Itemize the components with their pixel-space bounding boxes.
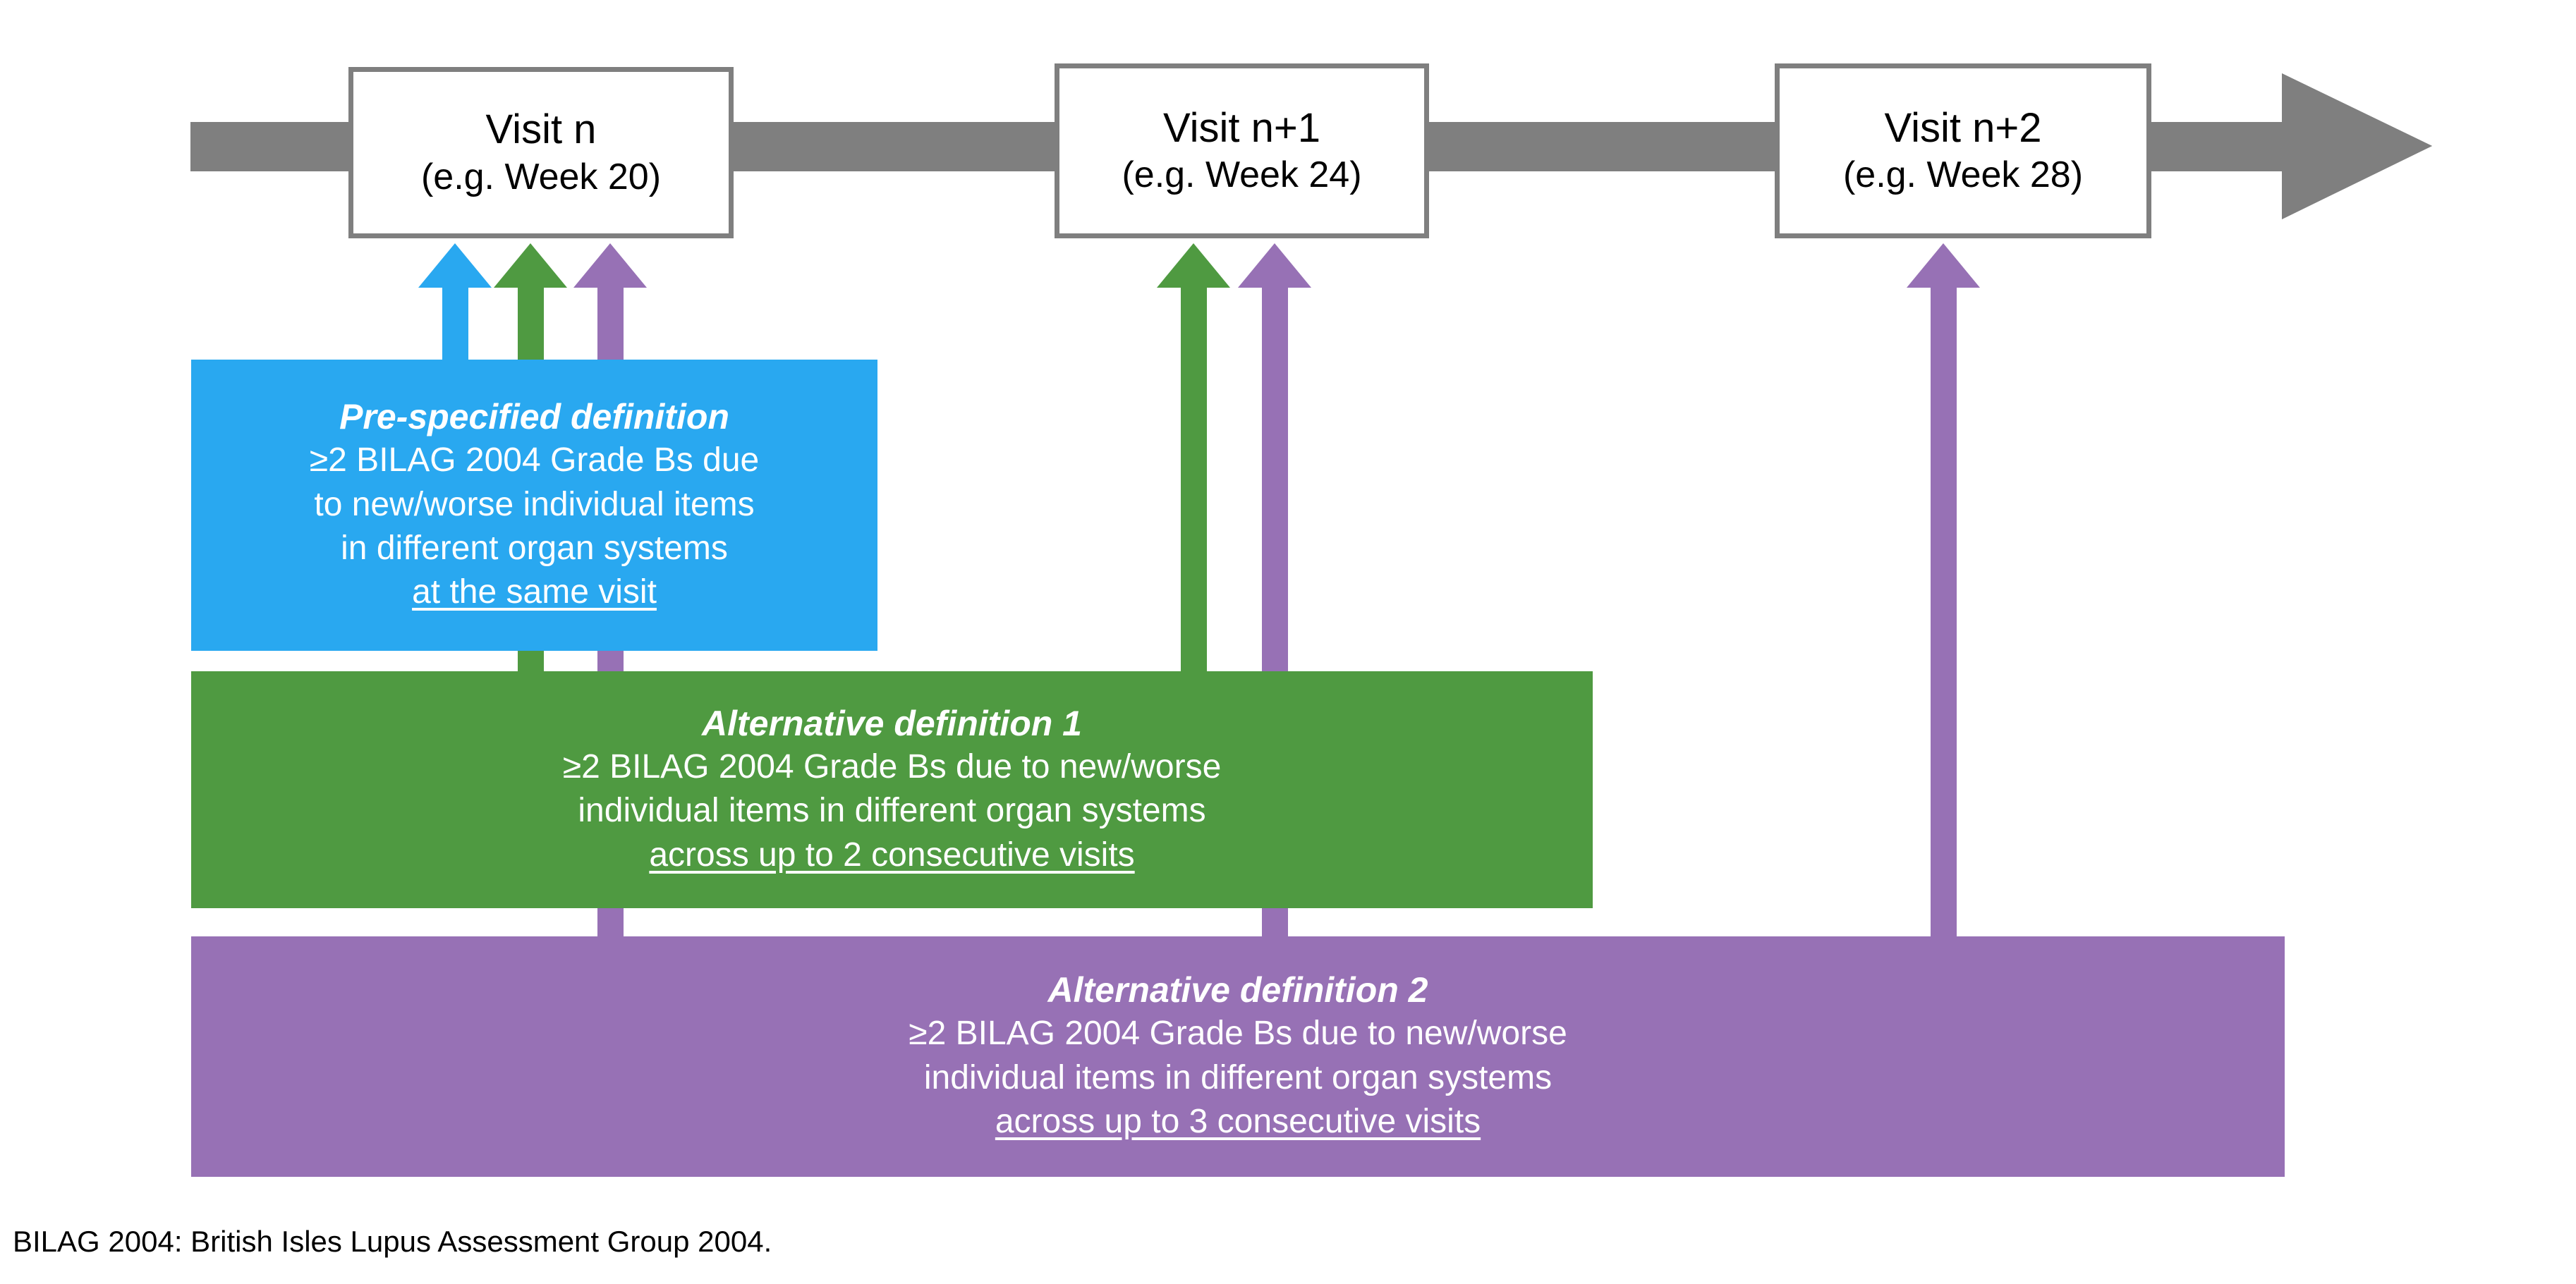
visit-box-visit-n-plus-1[interactable]: Visit n+1 (e.g. Week 24) (1055, 63, 1429, 238)
visit-title: Visit n+2 (1884, 104, 2042, 151)
definition-line: ≥2 BILAG 2004 Grade Bs due to new/worse (909, 1015, 1567, 1053)
definition-heading: Pre-specified definition (339, 397, 729, 437)
visit-title: Visit n+1 (1162, 104, 1321, 151)
definition-line: individual items in different organ syst… (923, 1058, 1553, 1096)
definition-line: to new/worse individual items (314, 485, 755, 523)
figure-footnote: BILAG 2004: British Isles Lupus Assessme… (13, 1225, 772, 1258)
definition-panel-alternative-1[interactable]: Alternative definition 1 ≥2 BILAG 2004 G… (191, 671, 1593, 908)
definition-panel-pre-specified[interactable]: Pre-specified definition ≥2 BILAG 2004 G… (191, 360, 877, 651)
definition-line: individual items in different organ syst… (578, 792, 1206, 830)
definition-line: ≥2 BILAG 2004 Grade Bs due (309, 441, 760, 479)
definition-heading: Alternative definition 1 (702, 703, 1082, 743)
definition-line: ≥2 BILAG 2004 Grade Bs due to new/worse (562, 747, 1222, 785)
visit-title: Visit n (485, 106, 597, 153)
visit-subtitle: (e.g. Week 24) (1122, 154, 1362, 196)
definition-heading: Alternative definition 2 (1047, 970, 1428, 1010)
visit-subtitle: (e.g. Week 28) (1842, 154, 2084, 196)
arrow-green-visit-n1 (1157, 243, 1230, 684)
definition-emphasis-line: at the same visit (412, 573, 657, 611)
definition-panel-alternative-2[interactable]: Alternative definition 2 ≥2 BILAG 2004 G… (191, 936, 2285, 1177)
definition-line: in different organ systems (341, 530, 728, 567)
arrow-purple-visit-n2 (1907, 243, 1980, 948)
visit-box-visit-n-plus-2[interactable]: Visit n+2 (e.g. Week 28) (1775, 63, 2151, 238)
visit-subtitle: (e.g. Week 20) (420, 156, 662, 197)
definition-emphasis-line: across up to 3 consecutive visits (995, 1103, 1481, 1141)
definition-emphasis-line: across up to 2 consecutive visits (649, 836, 1135, 874)
visit-box-visit-n[interactable]: Visit n (e.g. Week 20) (348, 67, 734, 238)
